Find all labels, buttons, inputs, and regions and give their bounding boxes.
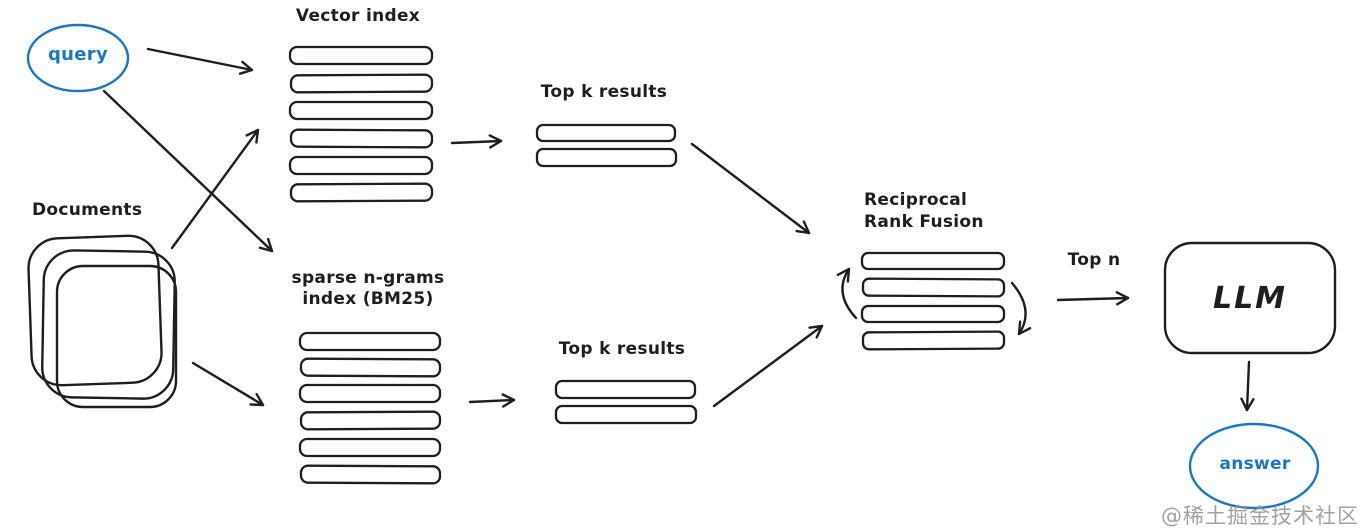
edge-vector-index-to-topk: [450, 134, 503, 149]
topk-vector-rows: [535, 123, 678, 168]
answer-node-ellipse: [1188, 422, 1320, 510]
query-node-label: query: [47, 44, 109, 65]
edge-llm-to-answer: [1240, 360, 1255, 412]
query-node-ellipse: [26, 23, 130, 93]
topk-sparse-rows: [554, 379, 698, 425]
llm-node-box: [1163, 241, 1337, 355]
sparse-index-label: sparse n-grams index (BM25): [286, 268, 450, 310]
rrf-cycle-right-arrow: [1010, 281, 1032, 336]
edge-topk-vector-to-rrf: [690, 142, 811, 235]
sparse-index-label-line1: sparse n-grams: [291, 268, 445, 288]
edge-documents-to-vector-index: [170, 128, 260, 250]
llm-node-label: LLM: [1212, 280, 1288, 316]
rrf-label-line2: Rank Fusion: [864, 212, 984, 232]
sparse-index-label-line2: index (BM25): [302, 289, 434, 309]
answer-node-label: answer: [1219, 454, 1291, 474]
edge-query-to-vector-index: [146, 47, 254, 75]
rrf-cycle-left-arrow: [836, 267, 858, 320]
sparse-index-rows: [298, 331, 442, 485]
edge-query-to-sparse-index: [102, 89, 274, 253]
documents-stack-icon: [27, 234, 178, 409]
documents-label: Documents: [32, 200, 143, 220]
rrf-label: Reciprocal Rank Fusion: [864, 189, 1014, 233]
topk-sparse-label: Top k results: [558, 339, 686, 359]
top-n-edge-label: Top n: [1067, 250, 1121, 270]
edge-sparse-index-to-topk: [468, 393, 516, 408]
vector-index-rows: [288, 45, 434, 203]
topk-vector-label: Top k results: [540, 82, 668, 102]
vector-index-label: Vector index: [295, 6, 421, 26]
rrf-rows: [860, 251, 1006, 351]
juejin-watermark: @稀土掘金技术社区: [1161, 504, 1359, 528]
edge-topk-sparse-to-rrf: [712, 324, 824, 408]
edge-documents-to-sparse-index: [191, 361, 265, 407]
edge-rrf-to-llm: [1056, 291, 1130, 306]
rrf-label-line1: Reciprocal: [864, 190, 968, 210]
